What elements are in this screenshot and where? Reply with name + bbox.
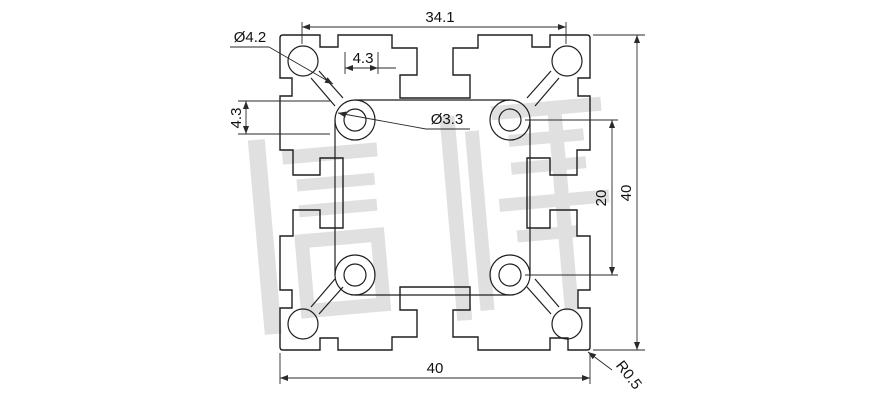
- dim-label-dia-3-3: Ø3.3: [431, 111, 464, 128]
- center-hole-bottom-left: [343, 263, 367, 287]
- dimension-top-web: 4.3: [344, 50, 396, 74]
- corner-hole-top-left: [287, 45, 319, 77]
- corner-hole-bottom-right: [551, 308, 583, 340]
- dim-label-4-3-top: 4.3: [353, 50, 374, 67]
- dim-label-20: 20: [593, 190, 610, 207]
- dim-label-dia-4-2: Ø4.2: [234, 29, 267, 46]
- center-hole-top-left: [343, 108, 367, 132]
- dimension-profile-width: 40: [279, 353, 591, 384]
- dim-label-40-bottom: 40: [427, 360, 444, 377]
- dimension-corner-hole-dia: Ø4.2: [230, 29, 334, 85]
- dimension-profile-height: 40: [593, 34, 645, 351]
- watermark: [247, 96, 610, 335]
- dim-label-r0-5: R0.5: [612, 358, 645, 393]
- dimension-top-hole-spacing: 34.1: [301, 9, 567, 44]
- corner-hole-top-right: [551, 45, 583, 77]
- dimension-center-hole-dia: Ø3.3: [337, 111, 470, 130]
- dim-label-40-right: 40: [618, 185, 635, 202]
- dimension-left-web: 4.3: [228, 100, 330, 135]
- inner-boss-circles: [334, 99, 531, 296]
- corner-hole-bottom-left: [287, 308, 319, 340]
- corner-hole-circles: [287, 45, 583, 340]
- corner-webs: [310, 70, 560, 315]
- center-hole-bottom-right: [498, 263, 522, 287]
- center-hole-top-right: [498, 108, 522, 132]
- dim-label-34-1: 34.1: [425, 9, 454, 26]
- dimension-corner-radius: R0.5: [587, 351, 645, 393]
- dimension-inner-spacing: 20: [525, 119, 618, 276]
- profile-outline: [279, 34, 591, 351]
- central-cavity-walls: [334, 99, 531, 296]
- dim-label-4-3-left: 4.3: [228, 108, 245, 129]
